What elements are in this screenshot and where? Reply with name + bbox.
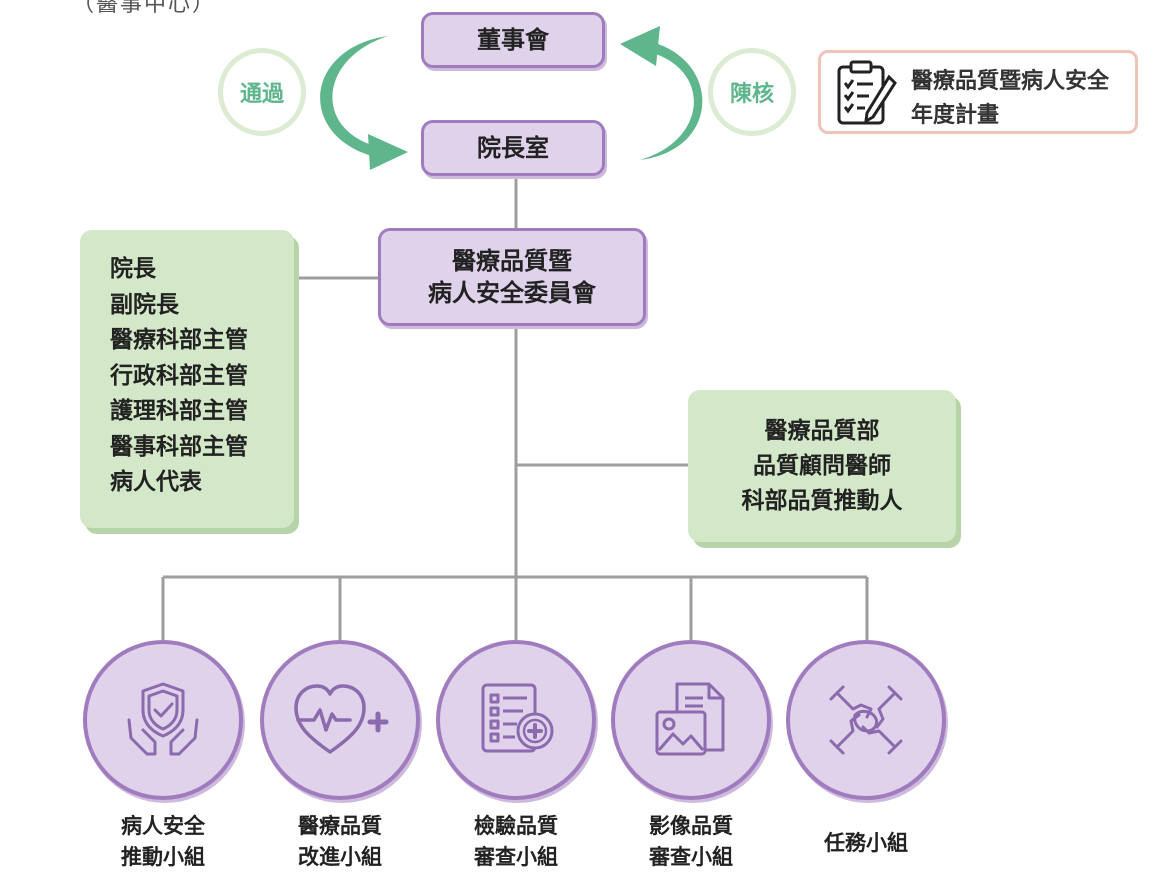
heart-pulse-plus-icon: [294, 684, 389, 754]
group-circle-imaging-quality: [611, 640, 771, 800]
committee-box: 醫療品質暨 病人安全委員會: [378, 228, 646, 326]
member-nursing-heads: 護理科部主管: [110, 398, 248, 424]
annual-plan-line1: 醫療品質暨病人安全: [911, 69, 1110, 94]
group-label-imaging-quality: 影像品質 審查小組: [611, 811, 771, 873]
support-quality-dept: 醫療品質部: [764, 417, 880, 444]
group-label-line2: 審查小組: [649, 845, 733, 869]
group-label-quality-improvement: 醫療品質 改進小組: [260, 811, 420, 873]
report-arrow: [620, 26, 703, 160]
member-medical-heads: 醫療科部主管: [110, 327, 248, 353]
group-label-line1: 任務小組: [824, 831, 908, 855]
header-cut-text: （醫事中心）: [72, 0, 217, 17]
annual-plan-text: 醫療品質暨病人安全 年度計畫: [911, 65, 1109, 133]
board-label: 董事會: [477, 26, 549, 54]
group-label-line1: 檢驗品質: [474, 814, 558, 838]
annual-plan-line2: 年度計畫: [911, 103, 1000, 128]
group-label-line1: 影像品質: [649, 814, 733, 838]
member-medical-affairs-heads: 醫事科部主管: [110, 433, 248, 460]
team-hands-icon: [829, 685, 903, 755]
committee-members-box: 院長 副院長 醫療科部主管 行政科部主管 護理科部主管 醫事科部主管 病人代表: [80, 230, 294, 528]
report-label: 陳核: [729, 82, 774, 107]
committee-line1: 醫療品質暨: [452, 247, 572, 275]
shield-hands-icon: [127, 682, 199, 756]
approve-label: 通過: [239, 82, 284, 107]
group-circle-patient-safety: [83, 640, 243, 800]
member-vice-president: 副院長: [110, 291, 179, 318]
group-label-line2: 審查小組: [474, 845, 558, 869]
group-circle-lab-quality: [436, 640, 596, 800]
report-badge: 陳核: [708, 48, 796, 136]
approve-badge: 通過: [218, 48, 306, 136]
group-circle-quality-improvement: [260, 640, 420, 800]
member-president: 院長: [110, 256, 156, 282]
committee-line2: 病人安全委員會: [428, 279, 596, 307]
document-image-icon: [655, 682, 725, 756]
group-label-line2: 推動小組: [121, 845, 205, 869]
approve-arrow: [320, 36, 408, 170]
support-quality-advisor: 品質顧問醫師: [753, 452, 891, 479]
group-label-line2: 改進小組: [298, 845, 382, 869]
support-dept-promoter: 科部品質推動人: [741, 487, 903, 514]
group-label-line1: 病人安全: [121, 814, 205, 838]
group-label-task-force: 任務小組: [786, 828, 946, 859]
member-patient-rep: 病人代表: [110, 469, 202, 495]
checklist-plus-icon: [481, 683, 554, 753]
group-label-line1: 醫療品質: [298, 814, 382, 838]
annual-plan-note: 醫療品質暨病人安全 年度計畫: [818, 50, 1138, 134]
president-office-label: 院長室: [477, 134, 549, 162]
clipboard-checklist-icon: [837, 60, 897, 125]
group-label-lab-quality: 檢驗品質 審查小組: [436, 811, 596, 873]
president-office-box: 院長室: [421, 120, 605, 176]
board-box: 董事會: [421, 12, 605, 68]
support-box: 醫療品質部 品質顧問醫師 科部品質推動人: [688, 390, 956, 542]
group-label-patient-safety: 病人安全 推動小組: [83, 811, 243, 873]
member-admin-heads: 行政科部主管: [110, 362, 248, 389]
group-circle-task-force: [786, 640, 946, 800]
